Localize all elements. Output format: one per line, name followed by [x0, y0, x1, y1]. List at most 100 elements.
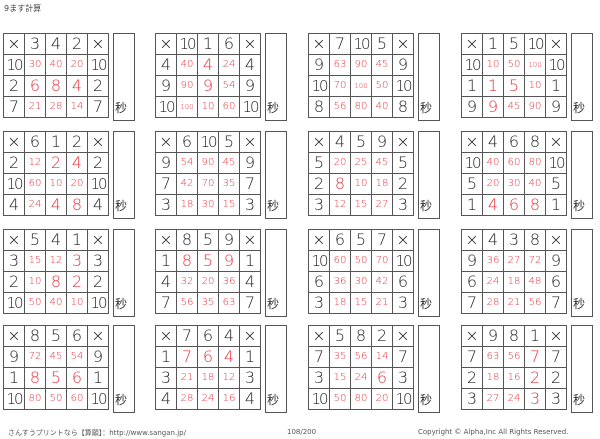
seconds-label: 秒 [573, 297, 586, 311]
product-cell: 36 [329, 271, 351, 293]
multiply-symbol: × [545, 33, 567, 55]
product-cell: 10 [24, 271, 46, 293]
row-header: 3 [239, 194, 261, 216]
row-header: 7 [308, 346, 330, 368]
column-header: 4 [45, 33, 67, 55]
column-header: 5 [197, 229, 219, 251]
row-header: 10 [392, 250, 414, 272]
product-cell: 90 [524, 96, 546, 118]
row-header: 2 [3, 75, 25, 97]
row-header: 10 [461, 152, 483, 174]
product-cell: 80 [350, 388, 372, 410]
seconds-box: 秒 [113, 33, 135, 121]
product-cell: 40 [176, 54, 198, 76]
column-header: 8 [176, 229, 198, 251]
row-header: 7 [239, 292, 261, 314]
column-header: 5 [218, 131, 240, 153]
multiply-symbol: × [87, 131, 109, 153]
row-header: 1 [155, 346, 177, 368]
multiply-symbol: × [155, 33, 177, 55]
product-cell: 6 [503, 194, 525, 216]
product-cell: 56 [329, 96, 351, 118]
row-header: 3 [308, 194, 330, 216]
product-cell: 20 [329, 152, 351, 174]
footer-copyright: Copyright © Alpha,Inc All Rights Reserve… [418, 428, 569, 436]
product-cell: 40 [45, 54, 67, 76]
column-header: 4 [482, 229, 504, 251]
product-cell: 45 [371, 152, 393, 174]
row-header: 9 [155, 152, 177, 174]
product-cell: 56 [350, 346, 372, 368]
product-cell: 48 [524, 271, 546, 293]
seconds-label: 秒 [420, 297, 433, 311]
multiply-symbol: × [3, 33, 25, 55]
product-cell: 54 [66, 346, 88, 368]
row-header: 8 [392, 96, 414, 118]
product-cell: 35 [197, 292, 219, 314]
row-header: 7 [461, 346, 483, 368]
product-cell: 36 [218, 271, 240, 293]
multiply-symbol: × [239, 325, 261, 347]
row-header: 7 [392, 346, 414, 368]
seconds-label: 秒 [267, 101, 280, 115]
seconds-box: 秒 [265, 229, 287, 317]
product-cell: 60 [24, 173, 46, 195]
product-cell: 72 [524, 250, 546, 272]
row-header: 3 [87, 250, 109, 272]
row-header: 3 [308, 367, 330, 389]
column-header: 9 [482, 325, 504, 347]
column-header: 4 [218, 325, 240, 347]
seconds-label: 秒 [267, 199, 280, 213]
seconds-label: 秒 [267, 297, 280, 311]
seconds-label: 秒 [573, 101, 586, 115]
product-cell: 9 [218, 250, 240, 272]
product-cell: 72 [24, 346, 46, 368]
column-header: 9 [218, 229, 240, 251]
product-cell: 21 [503, 292, 525, 314]
row-header: 9 [155, 75, 177, 97]
column-header: 5 [329, 325, 351, 347]
multiply-symbol: × [239, 131, 261, 153]
product-cell: 27 [482, 388, 504, 410]
row-header: 3 [3, 250, 25, 272]
product-cell: 3 [524, 388, 546, 410]
product-cell: 6 [371, 367, 393, 389]
row-header: 6 [461, 271, 483, 293]
seconds-label: 秒 [420, 393, 433, 407]
column-header: 5 [45, 325, 67, 347]
multiply-symbol: × [155, 229, 177, 251]
product-cell: 8 [45, 75, 67, 97]
multiply-symbol: × [239, 229, 261, 251]
seconds-box: 秒 [418, 229, 440, 317]
column-header: 1 [66, 229, 88, 251]
product-cell: 100 [524, 54, 546, 76]
product-cell: 36 [482, 250, 504, 272]
row-header: 9 [392, 54, 414, 76]
row-header: 1 [239, 346, 261, 368]
product-cell: 18 [482, 367, 504, 389]
product-cell: 24 [482, 271, 504, 293]
multiply-symbol: × [461, 229, 483, 251]
row-header: 4 [87, 194, 109, 216]
product-cell: 56 [176, 292, 198, 314]
product-cell: 40 [371, 96, 393, 118]
product-cell: 24 [350, 367, 372, 389]
row-header: 10 [155, 96, 177, 118]
row-header: 10 [545, 54, 567, 76]
column-header: 1 [197, 33, 219, 55]
multiply-symbol: × [545, 229, 567, 251]
row-header: 9 [545, 96, 567, 118]
multiply-symbol: × [461, 33, 483, 55]
product-cell: 63 [482, 346, 504, 368]
row-header: 4 [239, 271, 261, 293]
row-header: 4 [155, 54, 177, 76]
product-cell: 90 [197, 152, 219, 174]
product-cell: 4 [66, 75, 88, 97]
row-header: 3 [308, 292, 330, 314]
row-header: 10 [392, 75, 414, 97]
